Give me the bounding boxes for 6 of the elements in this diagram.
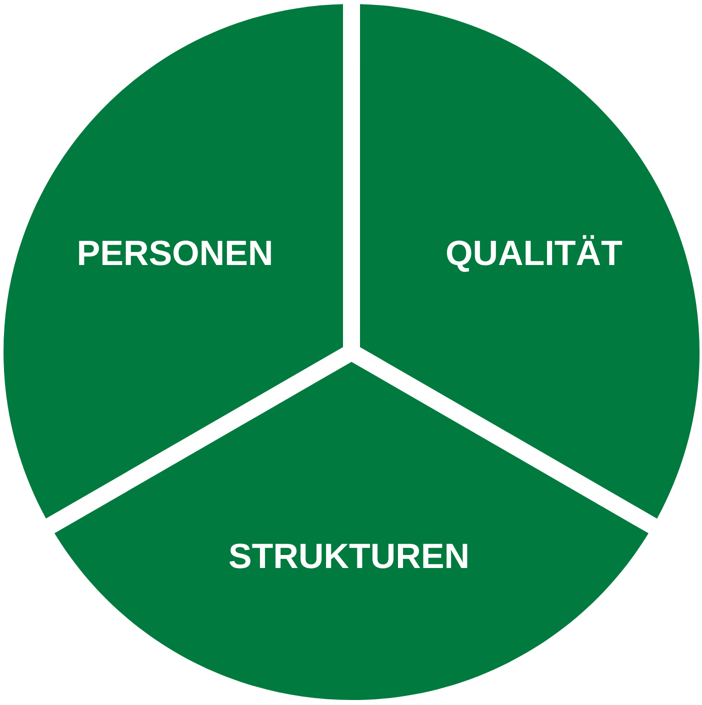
node-label: PERSONEN bbox=[79, 240, 271, 266]
pie-sector: STRUKTUREN bbox=[54, 362, 648, 700]
pie-sector: QUALITÄT bbox=[360, 4, 700, 519]
node-label: QUALITÄT bbox=[446, 235, 622, 272]
node-label: STRUKTUREN bbox=[229, 544, 468, 568]
pie-sector: PERSONEN bbox=[4, 4, 343, 519]
